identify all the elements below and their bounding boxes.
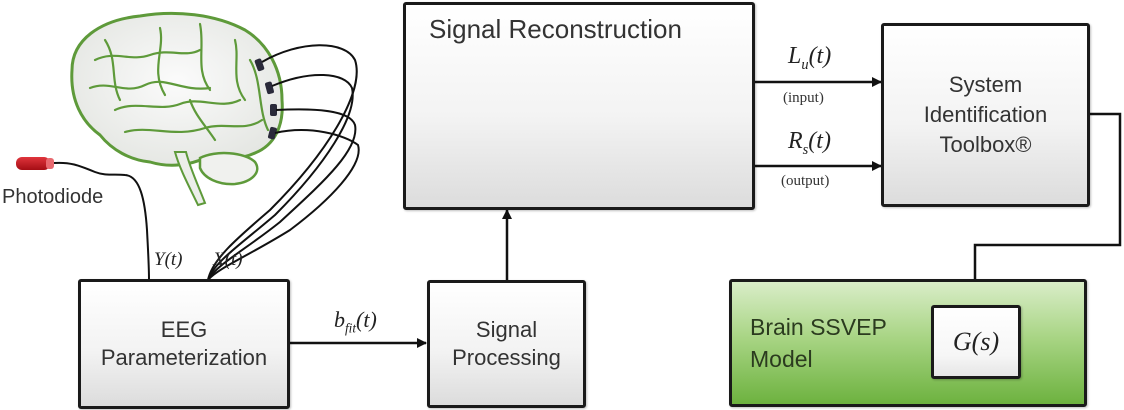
bfit-base: b: [334, 307, 345, 332]
brain-gyri: [88, 22, 270, 142]
brain-ssvep-model-block[interactable]: Brain SSVEP Model: [729, 279, 1087, 407]
rs-base: R: [788, 128, 803, 154]
lu-base: L: [788, 43, 802, 69]
lu-sub: u: [801, 56, 809, 73]
arrow-sysid-to-model: [970, 112, 1122, 306]
signal-reconstruction-title: Signal Reconstruction: [429, 14, 682, 44]
bfit-signal-label: bfit(t): [334, 307, 377, 336]
transfer-function-block[interactable]: G(s): [931, 305, 1021, 379]
brain-cerebellum: [198, 151, 259, 186]
photodiode-body: [16, 157, 50, 170]
brain-stem: [173, 151, 207, 207]
electrode-4: [267, 126, 277, 140]
x-arg: (t): [224, 249, 243, 270]
photodiode-label: Photodiode: [2, 186, 104, 208]
lu-signal-label: Lu(t): [788, 43, 831, 74]
bfit-arg: (t): [356, 307, 377, 332]
bfit-sub: fit: [345, 320, 356, 336]
eeg-wires: [207, 44, 360, 281]
model-line2: Model: [750, 346, 813, 372]
electrode-2: [264, 81, 274, 95]
photodiode-tip: [46, 158, 54, 169]
eeg-line2: Parameterization: [100, 345, 268, 370]
sysid-line1: System: [948, 72, 1023, 97]
signal-processing-block[interactable]: Signal Processing: [427, 280, 586, 408]
model-text: Brain SSVEP Model: [750, 311, 887, 375]
sysid-line3: Toolbox®: [939, 132, 1032, 157]
rs-signal-label: Rs(t): [788, 128, 831, 159]
input-note: (input): [783, 90, 824, 106]
photodiode-wire: [53, 161, 150, 281]
brain-cerebrum: [70, 11, 284, 167]
y-signal-label: Y(t): [154, 249, 183, 271]
system-identification-block[interactable]: System Identification Toolbox®: [881, 23, 1090, 207]
photodiode: [16, 157, 150, 281]
sysid-line2: Identification: [923, 102, 1048, 127]
y-base: Y: [154, 249, 165, 270]
output-note: (output): [781, 173, 830, 189]
eeg-line1: EEG: [160, 317, 208, 342]
lu-arg: (t): [808, 43, 832, 69]
eeg-parameterization-block[interactable]: EEG Parameterization: [78, 279, 290, 409]
signal-reconstruction-block[interactable]: Signal Reconstruction: [403, 2, 755, 210]
model-line1: Brain SSVEP: [750, 314, 887, 340]
x-base: X: [213, 249, 225, 270]
electrode-3: [270, 104, 277, 116]
x-signal-label: X(t): [213, 249, 243, 271]
processing-line1: Signal: [475, 317, 538, 342]
brain-illustration: [70, 11, 284, 207]
rs-arg: (t): [808, 128, 831, 154]
y-arg: (t): [164, 249, 183, 270]
rs-sub: s: [802, 141, 809, 158]
processing-line2: Processing: [452, 345, 561, 370]
transfer-function-label: G(s): [952, 327, 1000, 356]
